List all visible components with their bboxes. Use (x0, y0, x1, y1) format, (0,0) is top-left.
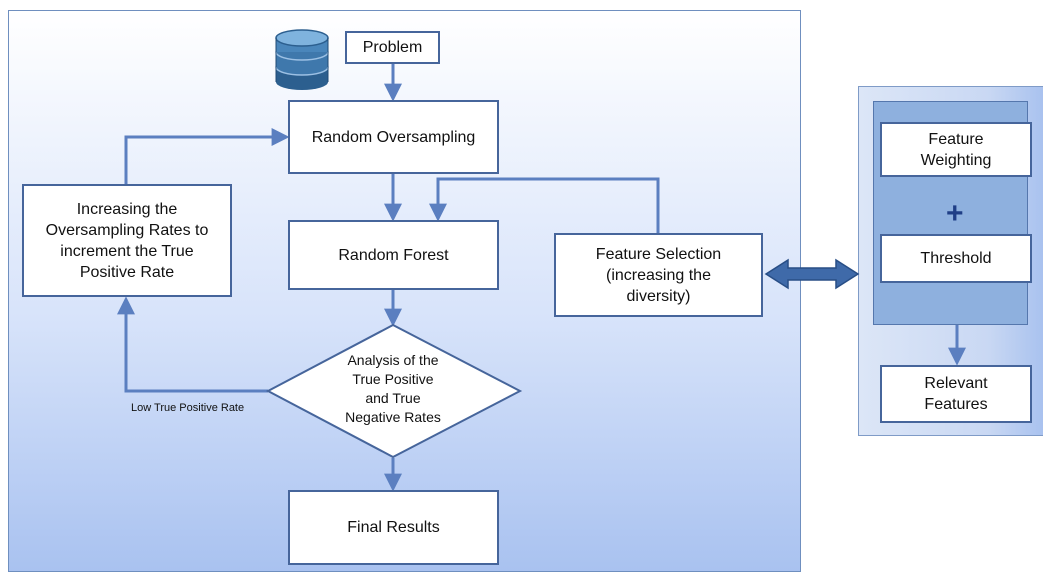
analysis-label: Analysis of the True Positive and True N… (345, 352, 441, 425)
low-tpr-label: Low True Positive Rate (131, 402, 245, 414)
arrow-selection-to-forest (429, 177, 660, 233)
final-results-box: Final Results (288, 490, 499, 565)
feature-selection-box: Feature Selection (increasing the divers… (554, 233, 763, 317)
analysis-diamond (265, 323, 523, 459)
random-forest-box: Random Forest (288, 220, 499, 290)
double-arrow-icon (764, 258, 860, 290)
relevant-features-box: Relevant Features (880, 365, 1032, 423)
increasing-rates-box: Increasing the Oversampling Rates to inc… (22, 184, 232, 297)
feature-weighting-box: Feature Weighting (880, 122, 1032, 177)
arrow-analysis-to-increasing (117, 296, 268, 393)
database-icon (275, 29, 329, 90)
plus-sign: + (946, 197, 964, 230)
arrow-increasing-to-oversampling (124, 128, 290, 184)
random-oversampling-box: Random Oversampling (288, 100, 499, 174)
threshold-box: Threshold (880, 234, 1032, 283)
problem-box: Problem (345, 31, 440, 64)
